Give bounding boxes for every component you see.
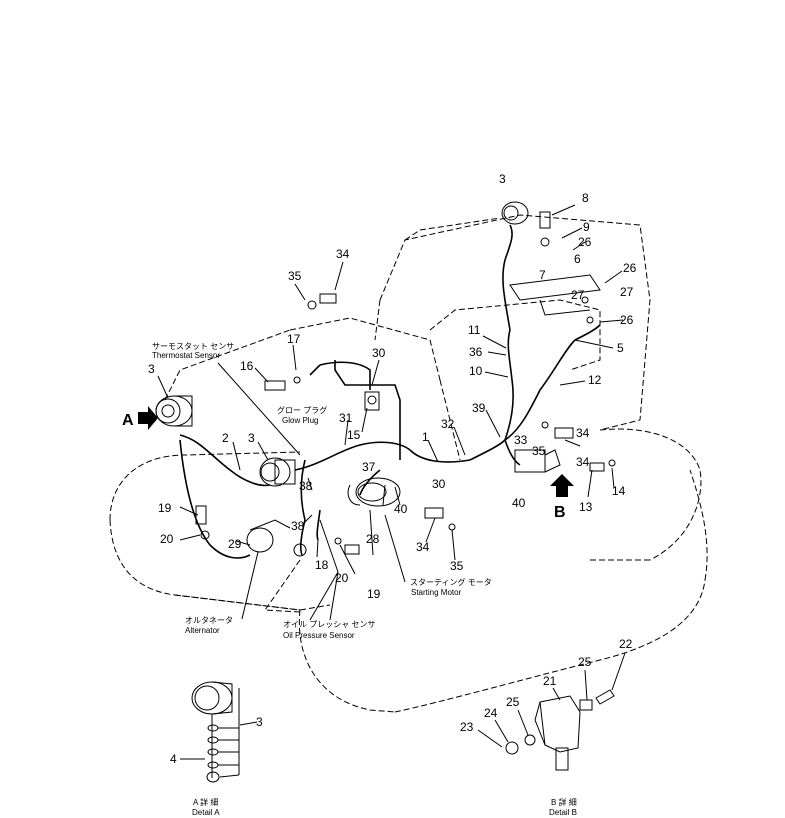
callout-19b: 19 [367,587,381,601]
callout-40: 40 [512,496,526,510]
callout-34d: 34 [416,540,430,554]
callout-6: 6 [574,252,581,266]
callout-26c: 26 [620,313,634,327]
detail-a [191,681,240,783]
detail-a-label-jp: A 詳 細 [193,797,218,807]
callout-30b: 30 [432,477,446,491]
callout-38b: 38 [291,519,305,533]
starting-motor [347,477,401,507]
callout-40b: 40 [394,502,408,516]
view-arrow-a-label: A [122,412,134,429]
callout-13: 13 [579,500,593,514]
oilpressure-label-jp: オイル プレッシャ センサ [283,620,375,629]
wiring-harness [179,224,601,559]
callout-36: 36 [469,345,483,359]
view-arrow-b-label: B [554,504,566,521]
callout-18: 18 [315,558,329,572]
starting-label-en: Starting Motor [411,588,462,597]
callout-33: 33 [514,433,528,447]
thermostat-gauge [155,395,193,427]
callout-32: 32 [441,417,455,431]
callout-9: 9 [583,220,590,234]
callout-34: 34 [336,247,350,261]
callout-19: 19 [158,501,172,515]
callout-34c: 34 [576,455,590,469]
thermostat-label-en: Thermostat Sensor [152,351,220,360]
callout-10: 10 [469,364,483,378]
callout-27b: 27 [620,285,634,299]
component-labels: サーモスタット センサ Thermostat Sensor グロー プラグ Gl… [122,342,577,817]
callout-11: 11 [468,323,481,337]
alternator-label-jp: オルタネータ [185,616,233,625]
callout-39: 39 [472,401,486,415]
callout-25b: 25 [506,695,520,709]
view-arrows [138,406,574,497]
machine-outline [109,214,708,713]
callout-35b: 35 [532,444,546,458]
callout-38: 38 [299,479,313,493]
callout-29: 29 [228,537,242,551]
callout-35c: 35 [450,559,464,573]
callout-3b: 3 [148,362,155,376]
callout-21: 21 [543,674,557,688]
detail-b-label-jp: B 詳 細 [551,797,577,807]
callout-1: 1 [422,430,429,444]
glow-plug [364,391,380,411]
callout-31: 31 [339,411,353,425]
callout-20: 20 [160,532,174,546]
callout-25: 25 [578,655,592,669]
callout-37: 37 [362,460,376,474]
gauge-center [259,457,296,487]
relay-box [514,449,561,473]
detail-b-label-en: Detail B [549,808,577,817]
callout-3: 3 [499,172,506,186]
starting-label-jp: スターティング モータ [410,577,492,587]
callout-30: 30 [372,346,386,360]
callout-8: 8 [582,191,589,205]
alternator [246,519,291,553]
callout-17: 17 [287,332,301,346]
callout-3c: 3 [248,431,255,445]
alternator-label-en: Alternator [185,626,220,635]
gauge-top [501,201,529,225]
callout-15: 15 [347,428,361,442]
detail-a-label-en: Detail A [192,808,220,817]
callout-2: 2 [222,431,229,445]
callout-5: 5 [617,341,624,355]
callout-3d: 3 [256,715,263,729]
callout-35: 35 [288,269,302,283]
callout-26b: 26 [623,261,637,275]
top-bracket [509,274,601,324]
callout-23: 23 [460,720,474,734]
callout-14: 14 [612,484,626,498]
part-number-callouts: 3 8 9 26 6 7 26 27 27 26 34 35 17 30 16 … [148,172,637,766]
glowplug-label-en: Glow Plug [282,416,318,425]
callout-12: 12 [588,373,602,387]
callout-16: 16 [240,359,254,373]
detail-b [505,689,615,771]
glowplug-label-jp: グロー プラグ [277,405,327,415]
fasteners [195,211,616,557]
callout-22: 22 [619,637,633,651]
components [155,201,616,783]
thermostat-label-jp: サーモスタット センサ [152,342,234,351]
callout-7: 7 [539,268,546,282]
callout-26: 26 [578,235,592,249]
callout-34b: 34 [576,426,590,440]
oilpressure-label-en: Oil Pressure Sensor [283,631,355,640]
callout-28: 28 [366,532,380,546]
callout-24: 24 [484,706,498,720]
callout-27: 27 [571,288,585,302]
callout-20b: 20 [335,571,349,585]
callout-4: 4 [170,752,177,766]
leader-lines [157,204,626,760]
